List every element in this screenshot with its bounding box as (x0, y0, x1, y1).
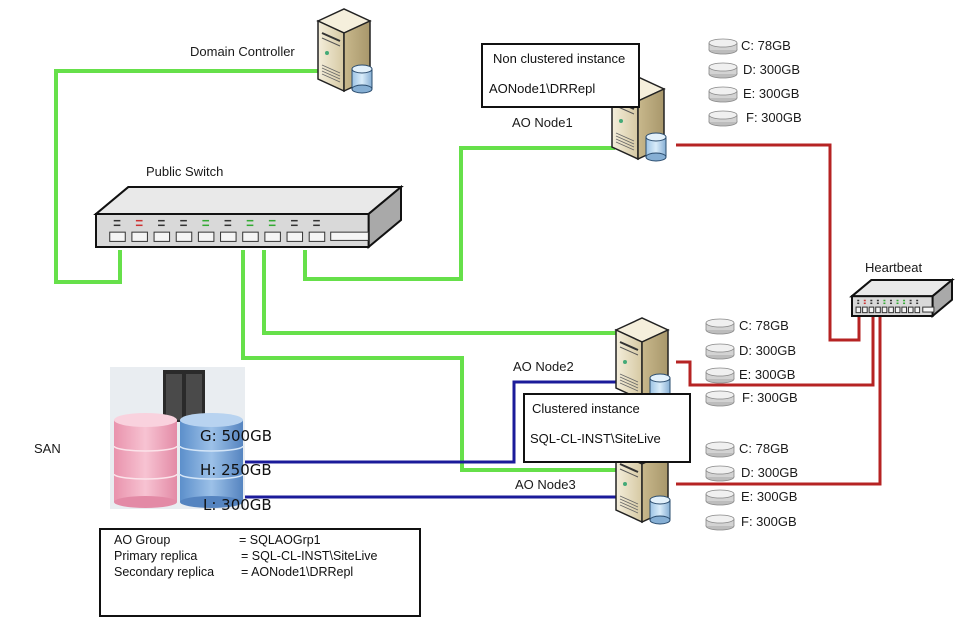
non-clustered-instance-title: Non clustered instance (493, 51, 626, 66)
clustered-instance-box: Clustered instance SQL-CL-INST\SiteLive (523, 393, 691, 463)
ao-node1-disk-e-icon (708, 86, 738, 103)
ao-node1-disk-c-icon (708, 38, 738, 55)
heartbeat-switch-icon (849, 277, 955, 319)
link-dc-to-public-switch (54, 69, 318, 284)
ao-node1-disk-c: C: 78GB (741, 38, 791, 53)
link-ao-node3-to-heartbeat (676, 315, 882, 486)
ao-node3-disk-d-icon (705, 465, 735, 482)
ao-node2-disk-f: F: 300GB (742, 390, 798, 405)
ao-node1-disk-e: E: 300GB (743, 86, 800, 101)
domain-controller-server-icon (316, 8, 373, 94)
ao-node2-server-icon (614, 317, 671, 403)
ao-node3-disk-f-icon (705, 514, 735, 531)
clustered-instance-title: Clustered instance (532, 401, 640, 416)
link-public-switch-to-ao-node2 (262, 250, 620, 335)
ao-node3-disk-c-icon (705, 441, 735, 458)
secondary-replica-key: Secondary replica (114, 565, 215, 579)
ao-node1-disk-d: D: 300GB (743, 62, 801, 77)
ao-node2-disk-c: C: 78GB (739, 318, 789, 333)
ao-node3-disk-f: F: 300GB (741, 514, 797, 529)
link-public-switch-to-ao-node1 (303, 146, 615, 281)
ao-node2-label: AO Node2 (513, 359, 574, 374)
heartbeat-switch-label: Heartbeat (865, 260, 923, 275)
san-volume-g: G: 500GB (200, 427, 272, 445)
ao-node3-disk-e-icon (705, 489, 735, 506)
ao-node2-disk-e-icon (705, 367, 735, 384)
domain-controller-label: Domain Controller (190, 44, 295, 59)
ao-node2-disk-d: D: 300GB (739, 343, 797, 358)
non-clustered-instance-box: Non clustered instance AONode1\DRRepl (481, 43, 640, 108)
ao-node1-disk-f-icon (708, 110, 738, 127)
secondary-replica-value: = AONode1\DRRepl (241, 565, 354, 579)
link-ao-node2-to-heartbeat (676, 315, 875, 387)
public-switch-label: Public Switch (146, 164, 224, 179)
san-volume-h: H: 250GB (200, 461, 272, 479)
primary-replica-value: = SQL-CL-INST\SiteLive (241, 549, 378, 563)
ao-group-summary-box: AO Group = SQLAOGrp1 Primary replica = S… (99, 528, 421, 617)
san-storage-icon (110, 367, 245, 509)
ao-node2-disk-e: E: 300GB (739, 367, 796, 382)
san-label: SAN (34, 441, 61, 456)
san-volume-l: L: 300GB (203, 496, 272, 514)
ao-node1-disk-d-icon (708, 62, 738, 79)
ao-node2-disk-c-icon (705, 318, 735, 335)
ao-node3-disk-d: D: 300GB (741, 465, 799, 480)
link-san-to-ao-node2 (245, 380, 616, 464)
ao-node2-disk-d-icon (705, 343, 735, 360)
ao-node3-label: AO Node3 (515, 477, 576, 492)
non-clustered-instance-name: AONode1\DRRepl (489, 81, 596, 96)
ao-node1-label: AO Node1 (512, 115, 573, 130)
public-switch-icon (93, 184, 404, 250)
ao-group-value: = SQLAOGrp1 (239, 533, 321, 547)
ao-node1-disk-f: F: 300GB (746, 110, 802, 125)
primary-replica-key: Primary replica (114, 549, 198, 563)
link-public-switch-to-ao-node3 (241, 250, 620, 472)
ao-node2-disk-f-icon (705, 390, 735, 407)
link-ao-node1-to-heartbeat (676, 143, 861, 342)
ao-node3-disk-e: E: 300GB (741, 489, 798, 504)
clustered-instance-name: SQL-CL-INST\SiteLive (530, 431, 661, 446)
ao-node3-disk-c: C: 78GB (739, 441, 789, 456)
ao-group-key: AO Group (114, 533, 171, 547)
